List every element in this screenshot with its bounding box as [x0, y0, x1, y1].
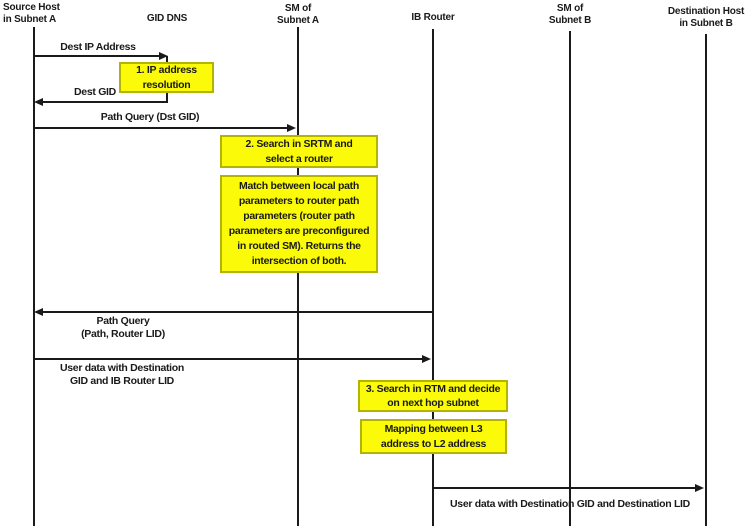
note-search-srtm: 2. Search in SRTM and select a router [220, 135, 378, 168]
message-line-path-query-result [43, 311, 433, 313]
message-line-dest-ip-address [34, 55, 160, 57]
message-line-user-data-ib-router [34, 358, 423, 360]
note-search-rtm: 3. Search in RTM and decide on next hop … [358, 380, 508, 412]
actor-label-line: Destination Host [667, 6, 745, 17]
message-label-user-data-ib-router: User data with Destination GID and IB Ro… [52, 362, 192, 387]
message-label-user-data-destination: User data with Destination GID and Desti… [450, 498, 690, 510]
message-label-dest-gid: Dest GID [74, 86, 116, 98]
actor-label-source-host: Source Host in Subnet A [3, 2, 60, 26]
message-line-user-data-destination [433, 487, 696, 489]
actor-label-sm-subnet-b: SM of Subnet B [540, 3, 600, 27]
arrowhead-left-icon [34, 308, 43, 316]
lifeline-sm-subnet-a [297, 27, 299, 526]
actor-label-line: SM of [556, 3, 584, 14]
message-label-line: User data with Destination [59, 362, 185, 374]
lifeline-sm-subnet-b [569, 31, 571, 526]
message-label-line: GID and IB Router LID [70, 374, 174, 387]
message-label-dest-ip-address: Dest IP Address [60, 41, 136, 53]
message-line-path-query-dst-gid [34, 127, 288, 129]
note-l3-l2-mapping: Mapping between L3 address to L2 address [360, 419, 507, 454]
lifeline-destination-host [705, 34, 707, 526]
actor-label-line: Subnet B [548, 15, 592, 26]
arrowhead-right-icon [422, 355, 431, 363]
lifeline-ib-router [432, 29, 434, 526]
actor-label-gid-dns: GID DNS [137, 13, 197, 25]
actor-label-sm-subnet-a: SM of Subnet A [268, 3, 328, 27]
arrowhead-right-icon [695, 484, 704, 492]
actor-label-line: Subnet A [277, 15, 319, 26]
message-label-path-query-result: Path Query (Path, Router LID) [63, 315, 183, 340]
actor-label-ib-router: IB Router [398, 12, 468, 24]
note-ip-address-resolution: 1. IP address resolution [119, 62, 214, 93]
actor-label-destination-host: Destination Host in Subnet B [662, 6, 750, 30]
actor-label-line: Source Host [3, 2, 60, 13]
actor-label-line: in Subnet A [3, 14, 56, 25]
message-label-line: Path Query [96, 315, 150, 327]
actor-label-line: IB Router [411, 12, 455, 23]
lifeline-source-host [33, 27, 35, 526]
message-line-dest-gid [43, 101, 168, 103]
arrowhead-right-icon [287, 124, 296, 132]
arrowhead-left-icon [34, 98, 43, 106]
note-match-path-parameters: Match between local path parameters to r… [220, 175, 378, 273]
actor-label-line: GID DNS [146, 13, 188, 24]
actor-label-line: in Subnet B [679, 18, 733, 29]
actor-label-line: SM of [284, 3, 312, 14]
message-label-path-query-dst-gid: Path Query (Dst GID) [100, 111, 200, 123]
message-label-line: (Path, Router LID) [81, 327, 165, 340]
arrowhead-right-icon [159, 52, 168, 60]
